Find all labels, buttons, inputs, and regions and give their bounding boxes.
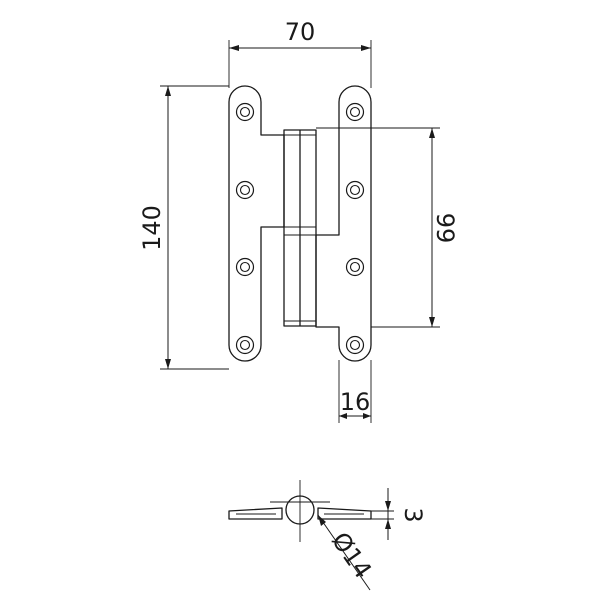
screw-hole — [345, 180, 365, 200]
screw-hole — [235, 335, 255, 355]
screw-hole — [345, 335, 365, 355]
screw-hole — [235, 102, 255, 122]
hinge-front-view — [228, 85, 372, 362]
thickness-label: 3 — [399, 507, 427, 522]
dimension-overall-height: 140 — [138, 85, 229, 370]
left-leaf-outline — [228, 85, 285, 362]
screw-hole — [345, 102, 365, 122]
section-right-plate — [317, 507, 372, 520]
dimension-overall-width: 70 — [228, 18, 372, 88]
overall-width-label: 70 — [285, 18, 316, 46]
leaf-width-label: 16 — [340, 388, 371, 416]
dimension-thickness: 3 — [371, 488, 427, 540]
pin-height-label: 99 — [431, 213, 459, 244]
screw-hole — [235, 180, 255, 200]
dimension-pin-diameter: Ø14 — [317, 514, 377, 591]
pin-diameter-label: Ø14 — [326, 527, 377, 584]
right-leaf-outline — [315, 85, 372, 362]
left-leaf-screw-holes — [235, 102, 255, 355]
dimension-leaf-width: 16 — [338, 360, 372, 423]
section-left-plate — [228, 507, 283, 520]
overall-height-label: 140 — [138, 205, 166, 251]
screw-hole — [235, 257, 255, 277]
right-leaf-screw-holes — [345, 102, 365, 355]
screw-hole — [345, 257, 365, 277]
dimension-pin-height: 99 — [316, 127, 459, 328]
pin-knuckle — [283, 129, 317, 327]
